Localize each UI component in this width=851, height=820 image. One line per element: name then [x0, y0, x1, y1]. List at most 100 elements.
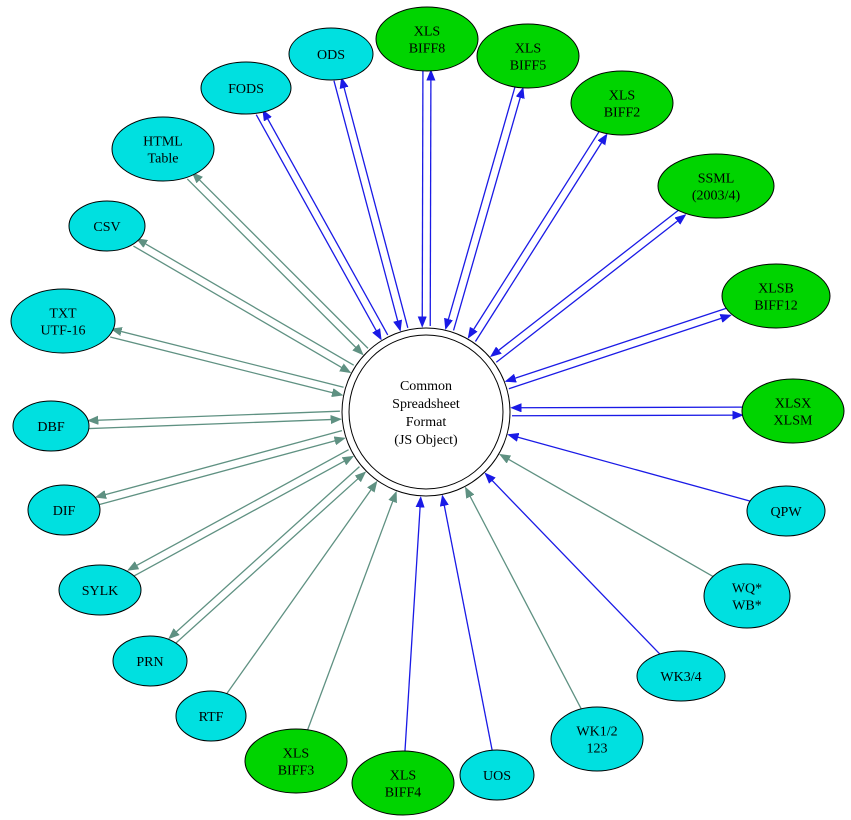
edge-csv-out: [137, 239, 355, 366]
node-ssml-label: SSML(2003/4): [692, 172, 741, 204]
node-fods-shape: [200, 61, 292, 115]
edge-dif-out: [96, 429, 343, 497]
node-ods: ODS: [288, 27, 374, 81]
node-sylk-label: SYLK: [82, 584, 119, 599]
edge-xls-biff8-out: [430, 71, 431, 327]
edge-dbf-in: [89, 419, 340, 430]
node-prn: PRN: [112, 635, 188, 687]
edge-xls-biff2-in: [469, 130, 601, 338]
node-uos-label: UOS: [483, 769, 511, 784]
node-xls-biff3-shape: [244, 728, 348, 794]
node-fods-label: FODS: [228, 82, 264, 97]
node-xls-biff5-shape: [476, 23, 580, 89]
node-wk34: WK3/4: [636, 650, 726, 702]
edge-ods-out: [342, 79, 409, 329]
edge-xlsx-xlsm-in: [512, 407, 742, 408]
node-dbf-label: DBF: [37, 420, 64, 435]
edge-xlsb-biff12-in: [506, 307, 728, 381]
edge-sylk-out: [129, 449, 349, 570]
center-inner-circle: [348, 334, 504, 490]
edge-layer: [89, 70, 751, 752]
edge-xls-biff3-in: [306, 493, 396, 731]
edge-xls-biff8-in: [422, 70, 423, 326]
node-rtf-shape: [175, 690, 247, 742]
edge-xls-biff4-in: [404, 498, 421, 752]
node-xls-biff8-shape: [375, 6, 479, 72]
node-wq-wb-label: WQ*WB*: [732, 582, 762, 614]
node-xls-biff4-shape: [351, 750, 455, 816]
edge-wq-wb-in: [501, 455, 714, 578]
node-dif: DIF: [27, 484, 101, 536]
edge-xls-biff5-out: [452, 89, 523, 331]
edge-txt-utf16-out: [112, 329, 344, 388]
node-ssml-shape: [657, 153, 775, 219]
node-wq-wb-shape: [703, 563, 791, 629]
edge-html-table-in: [186, 178, 362, 354]
edge-html-table-out: [193, 173, 369, 349]
node-prn-label: PRN: [136, 655, 163, 670]
edge-qpw-in: [509, 435, 751, 502]
edge-csv-in: [133, 245, 349, 372]
edge-xls-biff5-in: [446, 86, 516, 328]
edge-prn-in: [174, 473, 365, 645]
node-xlsx-xlsm-shape: [741, 378, 845, 444]
node-xls-biff2-shape: [570, 70, 674, 136]
node-wk34-label: WK3/4: [660, 670, 701, 685]
node-uos: UOS: [459, 749, 535, 801]
edge-wk34-in: [486, 474, 661, 655]
node-dbf: DBF: [12, 400, 90, 452]
node-wk12-123-shape: [550, 706, 644, 772]
node-qpw-label: QPW: [770, 505, 802, 520]
center-outer-circle: [341, 327, 511, 497]
node-dif-label: DIF: [53, 504, 76, 519]
node-html-table-shape: [111, 116, 215, 182]
node-prn-shape: [112, 635, 188, 687]
node-dif-shape: [27, 484, 101, 536]
edge-xlsx-xlsm-out: [512, 415, 742, 416]
node-ssml: SSML(2003/4): [657, 153, 775, 219]
node-uos-shape: [459, 749, 535, 801]
node-ods-shape: [288, 27, 374, 81]
edge-xlsb-biff12-out: [508, 315, 730, 390]
edge-dif-in: [98, 438, 344, 506]
node-fods: FODS: [200, 61, 292, 115]
node-qpw-shape: [746, 485, 826, 537]
edge-rtf-in: [226, 482, 377, 695]
node-sylk: SYLK: [58, 564, 142, 616]
node-csv-label: CSV: [93, 220, 120, 235]
node-wk34-shape: [636, 650, 726, 702]
node-txt-utf16-shape: [10, 288, 116, 354]
edge-txt-utf16-in: [110, 336, 341, 395]
node-dbf-shape: [12, 400, 90, 452]
edge-ods-in: [333, 80, 400, 330]
node-csv: CSV: [68, 200, 146, 252]
node-rtf-label: RTF: [199, 710, 224, 725]
node-rtf: RTF: [175, 690, 247, 742]
edge-ssml-out: [495, 215, 685, 363]
edge-wk12-123-in: [466, 488, 582, 710]
node-ods-label: ODS: [317, 48, 345, 63]
edge-prn-out: [170, 466, 360, 638]
edge-sylk-in: [132, 457, 352, 578]
edge-fods-out: [263, 111, 389, 336]
